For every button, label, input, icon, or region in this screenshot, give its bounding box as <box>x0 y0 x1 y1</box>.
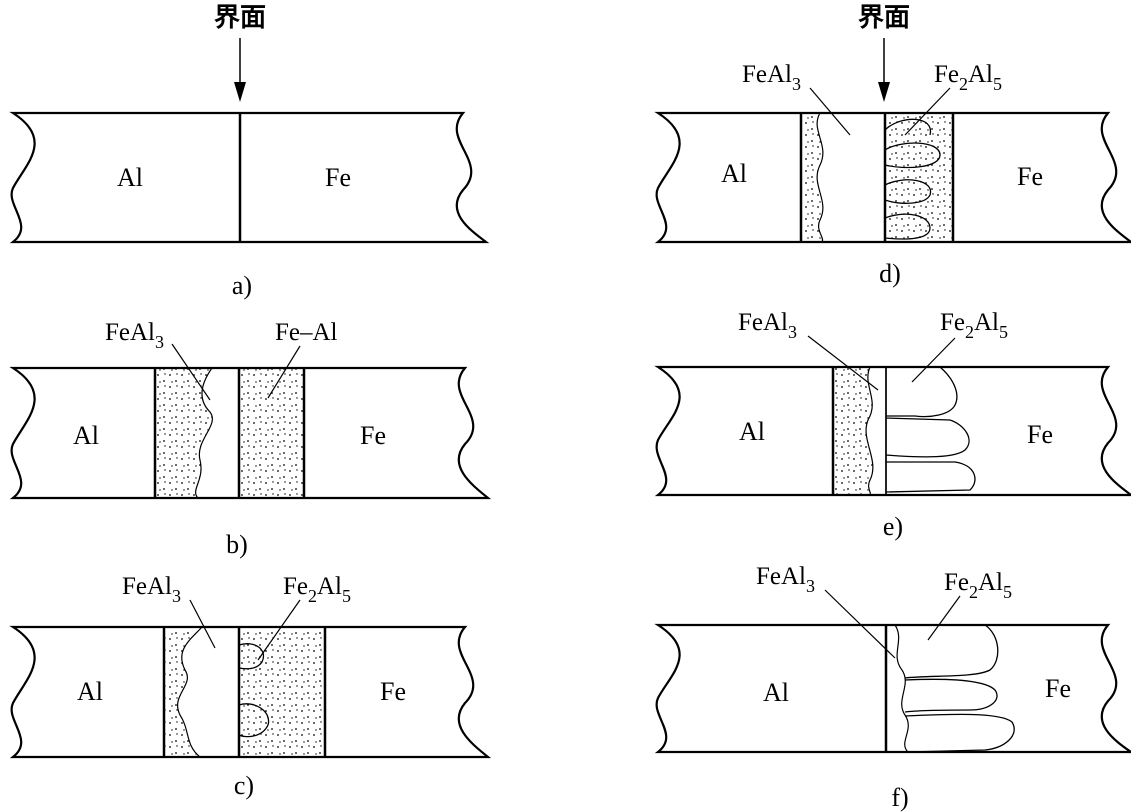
feal3-layer <box>177 626 240 758</box>
leader-line <box>911 337 956 383</box>
bar-outline <box>654 623 1131 754</box>
caption-a: a) <box>232 271 252 300</box>
phase-label-feal3: FeAl3 <box>756 563 815 596</box>
feal3-layer <box>816 112 886 243</box>
phase-label-feal3: FeAl3 <box>122 573 181 606</box>
phase-label-fe2al5: Fe2Al5 <box>934 61 1002 94</box>
phase-label-fe2al5: Fe2Al5 <box>944 569 1012 602</box>
panel-a: 界面 Al Fe a) <box>9 3 490 300</box>
feal3-layer <box>195 367 240 499</box>
material-fe: Fe <box>360 421 386 450</box>
material-al: Al <box>117 163 143 192</box>
panel-f: Al Fe FeAl3 Fe2Al5 f) <box>654 563 1131 812</box>
bar-outline <box>654 111 1131 244</box>
feal3-layer <box>885 624 910 753</box>
panel-e: Al Fe FeAl3 Fe2Al5 e) <box>654 309 1131 541</box>
panel-d: 界面 Al Fe FeAl3 Fe2Al5 d) <box>654 3 1131 288</box>
feal3-layer <box>865 366 887 496</box>
material-al: Al <box>721 159 747 188</box>
phase-label-fe-al: Fe–Al <box>275 319 338 346</box>
phase-label-feal3: FeAl3 <box>742 61 801 94</box>
fe2al5-grains <box>895 624 1015 753</box>
leader-line <box>807 335 879 391</box>
arrow-head <box>234 82 246 102</box>
leader-line <box>267 345 301 399</box>
caption-d: d) <box>879 259 901 288</box>
leader-line <box>824 589 896 659</box>
leader-line <box>257 599 301 661</box>
fe2al5-layer <box>885 113 953 242</box>
material-al: Al <box>739 417 765 446</box>
bar-outline <box>9 625 492 759</box>
leader-line <box>904 87 951 136</box>
caption-f: f) <box>891 783 908 812</box>
leader-line <box>809 87 851 136</box>
leader-line <box>927 595 961 641</box>
leader-line <box>189 599 216 649</box>
phase-label-feal3: FeAl3 <box>105 319 164 352</box>
phase-label-fe2al5: Fe2Al5 <box>283 573 351 606</box>
fe2al5-layer <box>239 627 325 757</box>
phase-label-feal3: FeAl3 <box>738 309 797 342</box>
material-al: Al <box>73 421 99 450</box>
material-fe: Fe <box>1017 162 1043 191</box>
material-fe: Fe <box>1027 420 1053 449</box>
phase-label-fe2al5: Fe2Al5 <box>940 309 1008 342</box>
bar-outline <box>9 111 490 244</box>
material-al: Al <box>763 678 789 707</box>
caption-e: e) <box>883 512 903 541</box>
interface-label: 界面 <box>214 3 266 33</box>
bar-outline <box>9 366 492 500</box>
panel-b: Al Fe FeAl3 Fe–Al b) <box>9 319 492 559</box>
arrow-head <box>878 82 890 102</box>
caption-b: b) <box>226 530 248 559</box>
panel-c: Al Fe FeAl3 Fe2Al5 c) <box>9 573 492 800</box>
interface-label: 界面 <box>858 3 910 33</box>
material-al: Al <box>77 677 103 706</box>
bar-outline <box>654 365 1131 497</box>
fe2al5-grains <box>884 118 941 240</box>
fe2al5-grains <box>885 366 976 493</box>
fe2al5-boundary <box>238 643 270 738</box>
leader-line <box>171 343 211 401</box>
material-fe: Fe <box>1045 674 1071 703</box>
material-fe: Fe <box>380 677 406 706</box>
fe-al-layer <box>239 368 304 498</box>
material-fe: Fe <box>325 163 351 192</box>
caption-c: c) <box>234 771 254 800</box>
